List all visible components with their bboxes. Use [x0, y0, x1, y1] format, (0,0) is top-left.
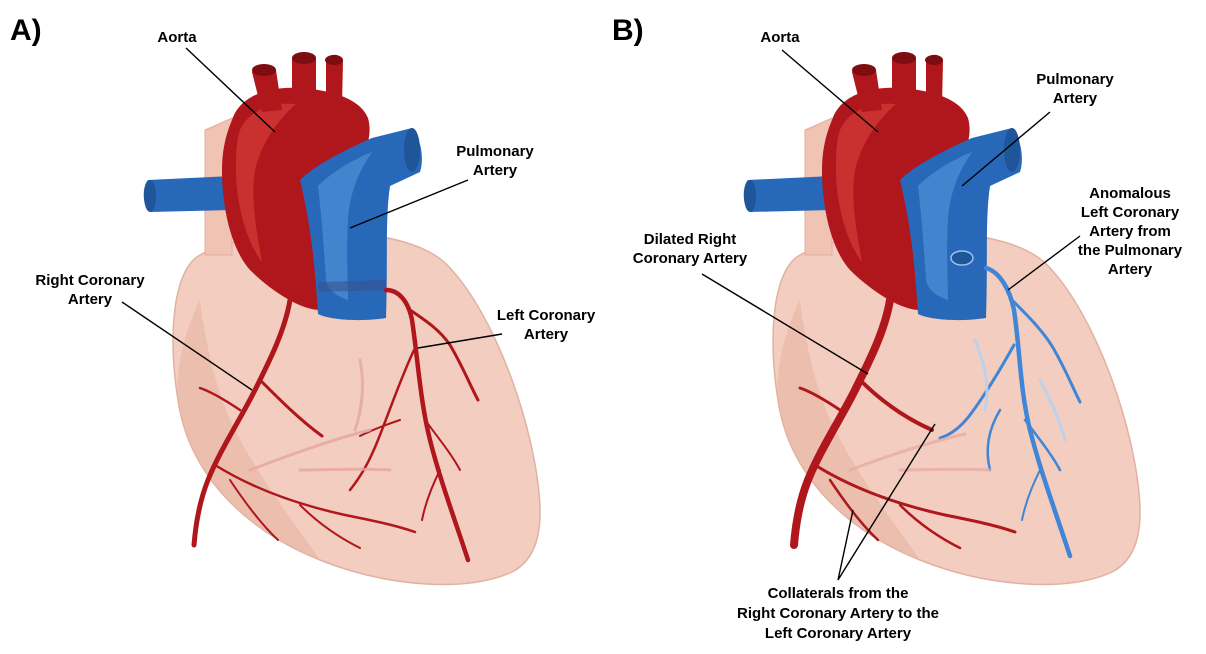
label-dilated-right-coronary-b-line1: Dilated Right [644, 231, 737, 248]
label-anomalous-b-line4: the Pulmonary [1078, 242, 1183, 259]
label-collaterals-b-line2: Right Coronary Artery to the [737, 605, 939, 622]
label-right-coronary-a-line2: Artery [68, 291, 113, 308]
pulmonary-left-opening-b [744, 180, 756, 212]
label-dilated-right-coronary-b-line2: Coronary Artery [633, 250, 748, 267]
aortic-branch-1-opening-b [852, 64, 876, 76]
label-anomalous-b-line3: Artery from [1089, 223, 1171, 240]
label-aorta-b: Aorta [760, 29, 800, 46]
panel-a: A) [10, 14, 596, 585]
pulmonary-right-opening-b [1004, 128, 1020, 172]
aortic-branch-3-opening-b [925, 55, 943, 65]
label-pulmonary-a-line1: Pulmonary [456, 143, 534, 160]
label-anomalous-b-line5: Artery [1108, 261, 1153, 278]
label-pulmonary-b-line2: Artery [1053, 90, 1098, 107]
aortic-branch-2-opening-a [292, 52, 316, 64]
label-collaterals-b-line3: Left Coronary Artery [765, 625, 912, 642]
label-anomalous-b-line2: Left Coronary [1081, 204, 1180, 221]
pulmonary-left-opening-a [144, 180, 156, 212]
panel-b: B) [612, 14, 1183, 642]
panel-b-letter: B) [612, 14, 644, 47]
collaterals-leader-1-b [838, 510, 853, 580]
anomalous-ostium-b [951, 251, 973, 265]
aortic-branch-1-opening-a [252, 64, 276, 76]
label-collaterals-b-line1: Collaterals from the [768, 585, 909, 602]
label-pulmonary-a-line2: Artery [473, 162, 518, 179]
label-aorta-a: Aorta [157, 29, 197, 46]
label-left-coronary-a-line2: Artery [524, 326, 569, 343]
label-pulmonary-b-line1: Pulmonary [1036, 71, 1114, 88]
aortic-branch-2-opening-b [892, 52, 916, 64]
panel-a-letter: A) [10, 14, 42, 47]
pulmonary-right-opening-a [404, 128, 420, 172]
label-left-coronary-a-line1: Left Coronary [497, 307, 596, 324]
label-right-coronary-a-line1: Right Coronary [35, 272, 145, 289]
pulmonary-root-shade-a [318, 280, 386, 292]
aortic-branch-3-opening-a [325, 55, 343, 65]
pulmonary-left-branch-a [144, 176, 232, 212]
pulmonary-left-branch-b [744, 176, 832, 212]
label-anomalous-b-line1: Anomalous [1089, 185, 1171, 202]
